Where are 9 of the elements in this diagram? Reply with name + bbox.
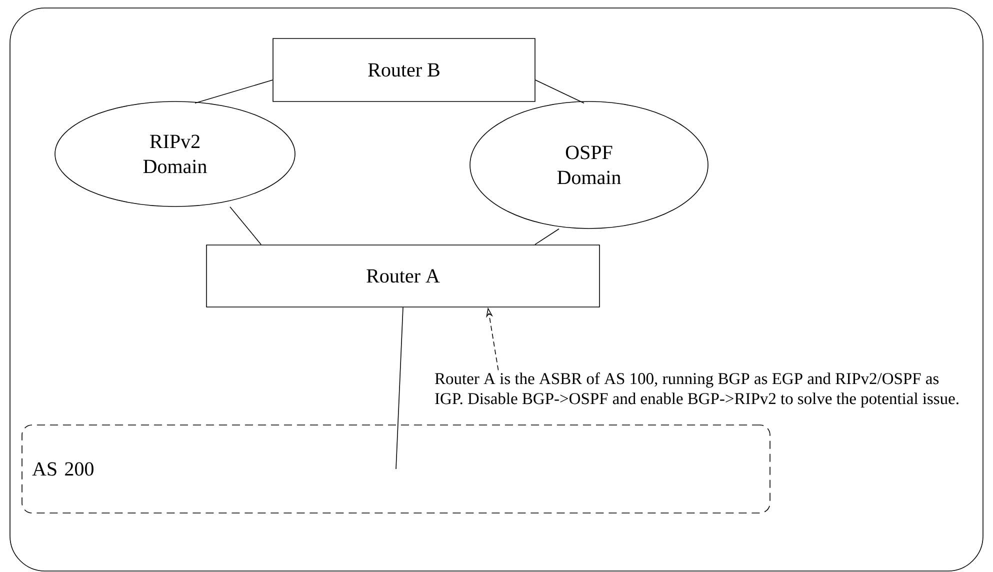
link-line bbox=[194, 80, 273, 104]
link-line bbox=[396, 307, 404, 470]
link-line bbox=[230, 206, 262, 245]
router-box: Router B bbox=[272, 38, 536, 102]
link-line bbox=[534, 228, 560, 245]
as-area-box: AS 200 bbox=[22, 424, 770, 514]
router-box: Router A bbox=[206, 244, 600, 308]
note-text: Router A is the ASBR of AS 100, running BGP as EGP and RIPv2/OSPF as IGP. Disable BGP->OSPF and enable BGP->RIPv2 to solve the potential issue. bbox=[434, 372, 958, 408]
link-line bbox=[535, 80, 584, 104]
